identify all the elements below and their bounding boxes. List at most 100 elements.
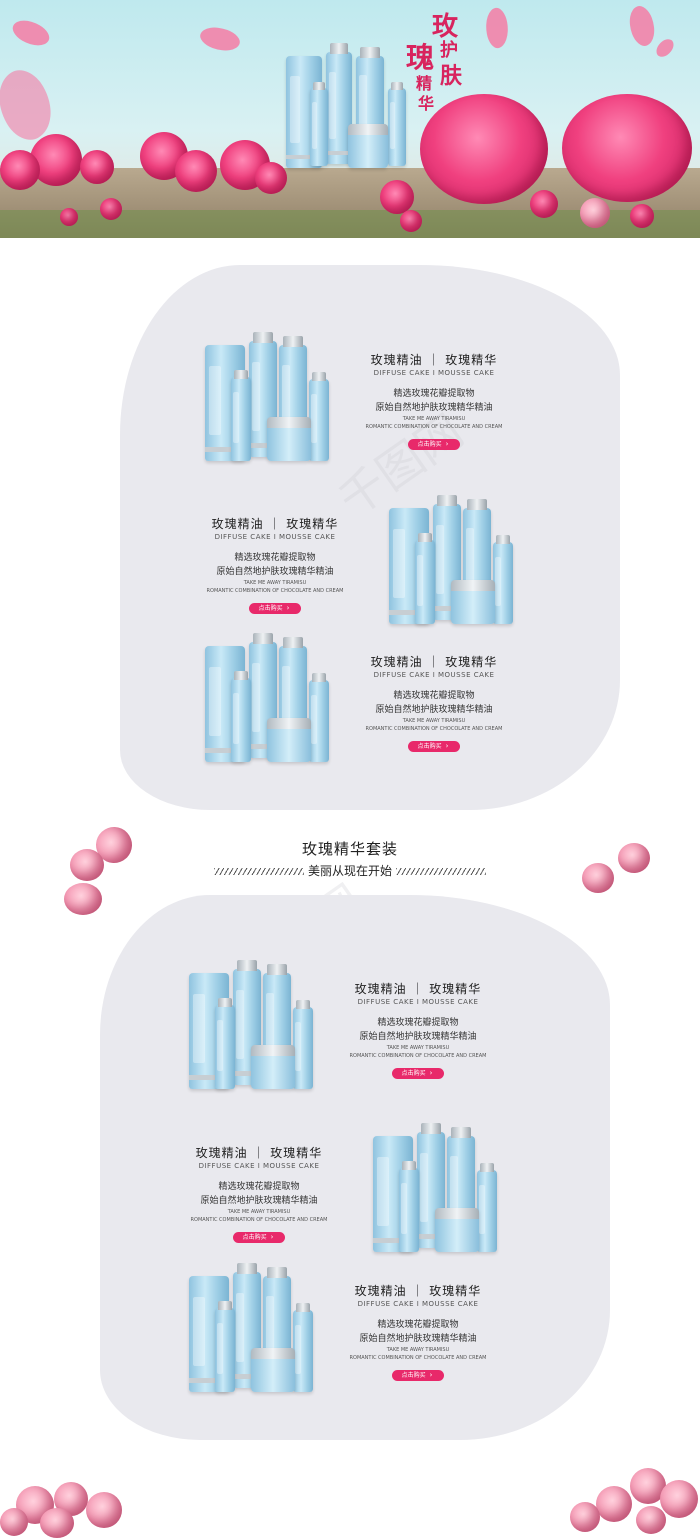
product-english-line: TAKE ME AWAY TIRAMISU	[386, 1347, 450, 1353]
product-image	[187, 959, 317, 1093]
product-panel-background	[100, 895, 610, 1440]
product-english-line: ROMANTIC COMBINATION OF CHOCOLATE AND CR…	[349, 1053, 487, 1059]
product-description: 精选玫瑰花瓣提取物 原始自然地护肤玫瑰精华精油	[169, 1180, 349, 1208]
rose-bush-left	[0, 120, 300, 238]
product-desc-line: 精选玫瑰花瓣提取物	[234, 553, 316, 563]
chevron-right-icon: ›	[429, 1371, 433, 1379]
product-english-line: ROMANTIC COMBINATION OF CHOCOLATE AND CR…	[190, 1217, 328, 1223]
product-image	[387, 494, 517, 628]
product-description: 精选玫瑰花瓣提取物 原始自然地护肤玫瑰精华精油	[344, 689, 524, 717]
product-info: 玫瑰精油 ｜ 玫瑰精华 DIFFUSE CAKE I MOUSSE CAKE 精…	[169, 1145, 349, 1243]
product-desc-line: 原始自然地护肤玫瑰精华精油	[359, 1334, 477, 1344]
product-title: 玫瑰精油 ｜ 玫瑰精华	[370, 353, 498, 367]
product-desc-line: 精选玫瑰花瓣提取物	[377, 1320, 459, 1330]
product-title: 玫瑰精油 ｜ 玫瑰精华	[370, 655, 498, 669]
buy-button-label: 点击购买	[242, 1234, 267, 1241]
product-info: 玫瑰精油 ｜ 玫瑰精华 DIFFUSE CAKE I MOUSSE CAKE 精…	[185, 516, 365, 614]
product-title: 玫瑰精油 ｜ 玫瑰精华	[354, 1284, 482, 1298]
section-subtitle-row: 美丽从现在开始	[200, 862, 500, 879]
product-english-line: TAKE ME AWAY TIRAMISU	[386, 1045, 450, 1051]
buy-button[interactable]: 点击购买›	[248, 603, 302, 614]
product-desc-line: 原始自然地护肤玫瑰精华精油	[375, 705, 493, 715]
product-image	[203, 331, 333, 465]
product-description: 精选玫瑰花瓣提取物 原始自然地护肤玫瑰精华精油	[328, 1016, 508, 1044]
petal-decoration	[482, 6, 512, 50]
buy-button-label: 点击购买	[401, 1070, 426, 1077]
product-info: 玫瑰精油 ｜ 玫瑰精华 DIFFUSE CAKE I MOUSSE CAKE 精…	[344, 352, 524, 450]
product-info: 玫瑰精油 ｜ 玫瑰精华 DIFFUSE CAKE I MOUSSE CAKE 精…	[328, 1283, 508, 1381]
product-description: 精选玫瑰花瓣提取物 原始自然地护肤玫瑰精华精油	[344, 387, 524, 415]
product-desc-line: 精选玫瑰花瓣提取物	[377, 1018, 459, 1028]
rose-bush-bottom-right	[560, 1466, 700, 1534]
product-english-line: TAKE ME AWAY TIRAMISU	[243, 580, 307, 586]
banner-title-char: 精	[416, 74, 433, 93]
buy-button-label: 点击购买	[417, 441, 442, 448]
chevron-right-icon: ›	[445, 742, 449, 750]
hero-banner: 玫 护 肤 瑰 精 华	[0, 0, 700, 238]
product-info: 玫瑰精油 ｜ 玫瑰精华 DIFFUSE CAKE I MOUSSE CAKE 精…	[344, 654, 524, 752]
product-desc-line: 原始自然地护肤玫瑰精华精油	[359, 1032, 477, 1042]
product-english-line: TAKE ME AWAY TIRAMISU	[402, 718, 466, 724]
product-subtitle: DIFFUSE CAKE I MOUSSE CAKE	[357, 1300, 479, 1308]
buy-button-label: 点击购买	[401, 1372, 426, 1379]
petal-decoration	[623, 3, 661, 49]
banner-title-char: 肤	[440, 63, 463, 89]
product-subtitle: DIFFUSE CAKE I MOUSSE CAKE	[357, 998, 479, 1006]
rose-decoration-left	[60, 821, 140, 920]
banner-title-char: 玫	[432, 12, 459, 42]
banner-title-char: 瑰	[406, 41, 435, 74]
product-description: 精选玫瑰花瓣提取物 原始自然地护肤玫瑰精华精油	[328, 1318, 508, 1346]
product-description: 精选玫瑰花瓣提取物 原始自然地护肤玫瑰精华精油	[185, 551, 365, 579]
product-subtitle: DIFFUSE CAKE I MOUSSE CAKE	[214, 533, 336, 541]
petal-decoration	[197, 21, 243, 57]
product-subtitle: DIFFUSE CAKE I MOUSSE CAKE	[373, 369, 495, 377]
product-english-line: TAKE ME AWAY TIRAMISU	[402, 416, 466, 422]
product-desc-line: 精选玫瑰花瓣提取物	[393, 691, 475, 701]
product-desc-line: 原始自然地护肤玫瑰精华精油	[375, 403, 493, 413]
product-desc-line: 精选玫瑰花瓣提取物	[393, 389, 475, 399]
banner-title: 玫 护 肤 瑰 精 华	[400, 6, 470, 116]
product-english-line: ROMANTIC COMBINATION OF CHOCOLATE AND CR…	[365, 726, 503, 732]
buy-button[interactable]: 点击购买›	[407, 741, 461, 752]
product-image	[187, 1262, 317, 1396]
product-title: 玫瑰精油 ｜ 玫瑰精华	[354, 982, 482, 996]
section-header: 玫瑰精华套装 美丽从现在开始	[200, 838, 500, 879]
rose-decoration-right	[578, 843, 653, 913]
banner-title-char: 华	[418, 94, 435, 113]
product-info: 玫瑰精油 ｜ 玫瑰精华 DIFFUSE CAKE I MOUSSE CAKE 精…	[328, 981, 508, 1079]
buy-button-label: 点击购买	[417, 743, 442, 750]
chevron-right-icon: ›	[445, 440, 449, 448]
product-desc-line: 精选玫瑰花瓣提取物	[218, 1182, 300, 1192]
product-english-line: ROMANTIC COMBINATION OF CHOCOLATE AND CR…	[365, 424, 503, 430]
stripe-divider	[214, 868, 305, 875]
petal-decoration	[653, 35, 677, 61]
product-desc-line: 原始自然地护肤玫瑰精华精油	[216, 567, 334, 577]
chevron-right-icon: ›	[429, 1069, 433, 1077]
stripe-divider	[395, 868, 486, 875]
product-subtitle: DIFFUSE CAKE I MOUSSE CAKE	[373, 671, 495, 679]
rose-bush-bottom-left	[0, 1478, 150, 1538]
product-image	[371, 1122, 501, 1256]
product-english-line: ROMANTIC COMBINATION OF CHOCOLATE AND CR…	[206, 588, 344, 594]
buy-button[interactable]: 点击购买›	[391, 1370, 445, 1381]
chevron-right-icon: ›	[286, 604, 290, 612]
section-subtitle: 美丽从现在开始	[307, 864, 392, 878]
product-image	[203, 632, 333, 766]
product-desc-line: 原始自然地护肤玫瑰精华精油	[200, 1196, 318, 1206]
product-title: 玫瑰精油 ｜ 玫瑰精华	[195, 1146, 323, 1160]
rose-bush-right	[380, 80, 700, 238]
chevron-right-icon: ›	[270, 1233, 274, 1241]
product-subtitle: DIFFUSE CAKE I MOUSSE CAKE	[198, 1162, 320, 1170]
petal-decoration	[9, 13, 53, 53]
buy-button[interactable]: 点击购买›	[232, 1232, 286, 1243]
banner-product-image	[282, 43, 412, 178]
buy-button-label: 点击购买	[258, 605, 283, 612]
buy-button[interactable]: 点击购买›	[391, 1068, 445, 1079]
product-panel-background	[120, 265, 620, 810]
product-title: 玫瑰精油 ｜ 玫瑰精华	[211, 517, 339, 531]
banner-title-char: 护	[440, 40, 458, 61]
buy-button[interactable]: 点击购买›	[407, 439, 461, 450]
product-english-line: ROMANTIC COMBINATION OF CHOCOLATE AND CR…	[349, 1355, 487, 1361]
section-title: 玫瑰精华套装	[301, 840, 398, 858]
product-english-line: TAKE ME AWAY TIRAMISU	[227, 1209, 291, 1215]
